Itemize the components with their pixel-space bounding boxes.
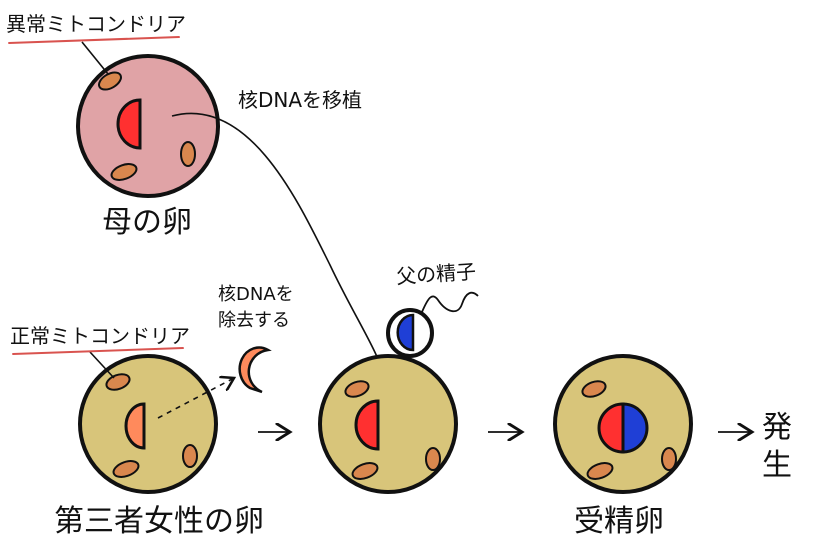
fertilized-egg-label: 受精卵 [574, 504, 664, 539]
removed-nucleus [238, 346, 272, 394]
nuclear-remove-label-1: 核DNAを [218, 284, 294, 305]
mitochondrion [425, 447, 441, 471]
paternal-nucleus [396, 313, 415, 352]
mitochondrion [105, 373, 131, 391]
normal-mito-label: 正常ミトコンドリア [10, 324, 190, 348]
maternal-nucleus [597, 402, 625, 454]
mitochondrion [586, 462, 614, 480]
third-party-egg [78, 354, 218, 494]
mitochondrion [351, 462, 379, 480]
mito-pointer-line [89, 351, 115, 379]
nuclear-remove-label-2: 除去する [218, 310, 290, 331]
development-label-1: 発 [762, 410, 792, 445]
paternal-nucleus [621, 402, 649, 454]
mitochondrion [182, 444, 198, 468]
mitochondrion [112, 460, 140, 478]
reconstructed-egg [318, 354, 458, 494]
third-party-egg-label: 第三者女性の卵 [54, 504, 264, 539]
mitochondrion [180, 141, 196, 167]
sperm-tail [421, 291, 479, 313]
mito-pointer-line [81, 41, 109, 75]
nuclear-removal-arrow [157, 378, 234, 419]
mitochondrion [581, 380, 607, 398]
development-label-2: 生 [762, 448, 792, 483]
mitochondrion [98, 71, 122, 91]
nuclear-transfer-label: 核DNAを移植 [238, 88, 363, 112]
mitochondrion [344, 380, 370, 398]
transferred-nucleus [354, 399, 380, 451]
mother-nucleus [116, 98, 142, 150]
father-sperm-label: 父の精子 [395, 259, 477, 289]
abnormal-mito-label: 異常ミトコンドリア [6, 12, 186, 36]
fertilized-egg [553, 354, 693, 494]
mitochondrion [110, 163, 138, 181]
nuclear-transfer-arrow [171, 112, 387, 384]
donor-nucleus [124, 402, 146, 450]
father-sperm [386, 291, 479, 358]
mother-egg-label: 母の卵 [102, 205, 192, 240]
mitochondrion [661, 447, 677, 471]
mother-egg [76, 54, 220, 198]
